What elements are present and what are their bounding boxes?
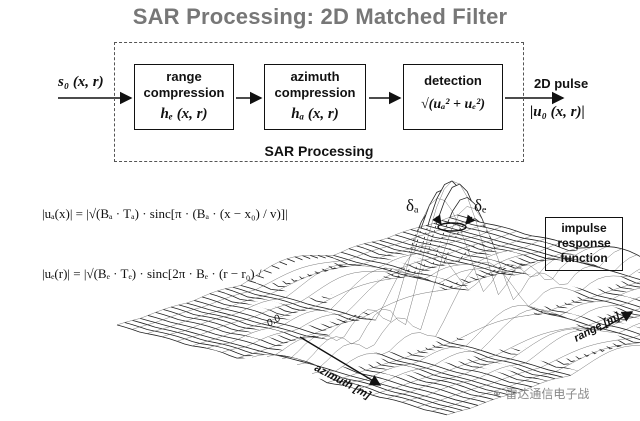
surface-fill-row	[202, 296, 532, 391]
azimuth-equation: |uₐ(x)| = |√(Bₐ · Tₐ) · sinc[π · (Bₐ · (…	[42, 206, 288, 221]
surface-fill-row	[194, 300, 525, 393]
irf-line3: function	[560, 251, 608, 265]
surface-cross-line	[281, 180, 623, 363]
output-fn: |u₀ (x, r)|	[530, 104, 585, 120]
irf-line1: impulse	[561, 221, 607, 235]
surface-fill-row	[132, 320, 463, 413]
surface-cross-line	[326, 281, 640, 383]
surface-cross-line	[416, 334, 640, 408]
surface-cross-line	[266, 198, 608, 359]
azimuth-compression-line1: azimuth	[290, 69, 340, 84]
surface-fill-row	[171, 306, 502, 401]
watermark: ⚭ 雷达通信电子战	[492, 385, 589, 402]
range-equation: |uₑ(r)| = |√(Bₑ · Tₑ) · sinc[2π · Bₑ · (…	[42, 266, 289, 281]
range-compression-line2: compression	[143, 85, 225, 100]
diagram-title: SAR Processing: 2D Matched Filter	[132, 4, 508, 29]
surface-cross-line	[251, 246, 593, 358]
surface-fill-row	[147, 315, 478, 408]
surface-fill-row	[418, 227, 640, 291]
surface-cross-line	[176, 231, 518, 342]
azimuth-axis	[299, 336, 382, 386]
surface-fill-row	[186, 303, 517, 396]
surface-cross-line	[446, 345, 640, 416]
surface-cross-line	[191, 235, 533, 347]
sar-processing-label: SAR Processing	[264, 143, 374, 159]
surface-fill-row	[395, 234, 640, 305]
surface-cross-line	[401, 322, 640, 403]
detection-line1: detection	[424, 73, 482, 88]
impulse-response-box: impulse response function	[545, 217, 623, 271]
irf-line2: response	[557, 236, 611, 250]
wechat-icon: ⚭	[492, 387, 503, 401]
surface-fill-row	[333, 255, 640, 342]
surface-fill-row	[325, 255, 640, 347]
surface-cross-line	[236, 247, 578, 359]
surface-cross-line	[131, 219, 473, 330]
resolution-markers	[432, 214, 476, 232]
surface-fill-row	[163, 309, 494, 403]
surface-fill-row	[457, 214, 640, 268]
surface-cross-line	[116, 214, 458, 326]
surface-cross-line	[206, 238, 548, 349]
surface-cross-line	[431, 342, 640, 412]
surface-fill-row	[364, 243, 640, 324]
input-signal-label: s₀ (x, r)	[58, 74, 104, 90]
surface-cross-line	[371, 308, 640, 396]
surface-mesh	[116, 180, 640, 418]
surface-cross-line	[146, 223, 488, 334]
detection-fn: √(uₐ² + uₑ²)	[420, 97, 485, 112]
surface-fill-row	[248, 280, 579, 376]
range-filter-fn: hₑ (x, r)	[160, 106, 208, 122]
azimuth-resolution-label: δₐ	[406, 196, 419, 215]
surface-fill-row	[117, 324, 447, 418]
surface-fill-row	[433, 223, 640, 282]
surface-fill-row	[372, 241, 640, 319]
surface-fill-row	[124, 322, 455, 416]
surface-fill-row	[155, 312, 486, 406]
surface-fill-row	[449, 217, 640, 273]
azimuth-compression-block: azimuth compression hₐ (x, r)	[264, 64, 366, 130]
surface-cross-line	[341, 288, 640, 386]
surface-fill-row	[140, 318, 471, 411]
range-axis	[599, 311, 634, 331]
azimuth-filter-fn: hₐ (x, r)	[291, 106, 339, 122]
surface-cross-line	[221, 242, 563, 353]
output-title: 2D pulse	[534, 76, 589, 91]
surface-fill-row	[387, 238, 640, 310]
surface-fill-row	[217, 290, 548, 386]
surface-fill-row	[209, 293, 540, 388]
surface-fill-row	[356, 245, 640, 328]
surface-cross-line	[161, 226, 503, 337]
surface-fill-row	[426, 225, 640, 287]
surface-cross-line	[311, 262, 640, 374]
azimuth-compression-line2: compression	[274, 85, 356, 100]
surface-cross-line	[356, 296, 640, 390]
surface-fill-row	[240, 285, 571, 378]
surface-fill-row	[441, 220, 640, 278]
detection-block: detection √(uₐ² + uₑ²)	[403, 64, 503, 130]
surface-cross-line	[386, 315, 640, 399]
watermark-text: 雷达通信电子战	[505, 387, 590, 401]
surface-fill-row	[410, 229, 640, 296]
range-compression-block: range compression hₑ (x, r)	[134, 64, 234, 130]
range-resolution-label: δₑ	[474, 196, 487, 215]
surface-fill-row	[178, 304, 509, 398]
range-compression-line1: range	[166, 69, 202, 84]
sar-processing-group: SAR Processing	[114, 42, 524, 162]
